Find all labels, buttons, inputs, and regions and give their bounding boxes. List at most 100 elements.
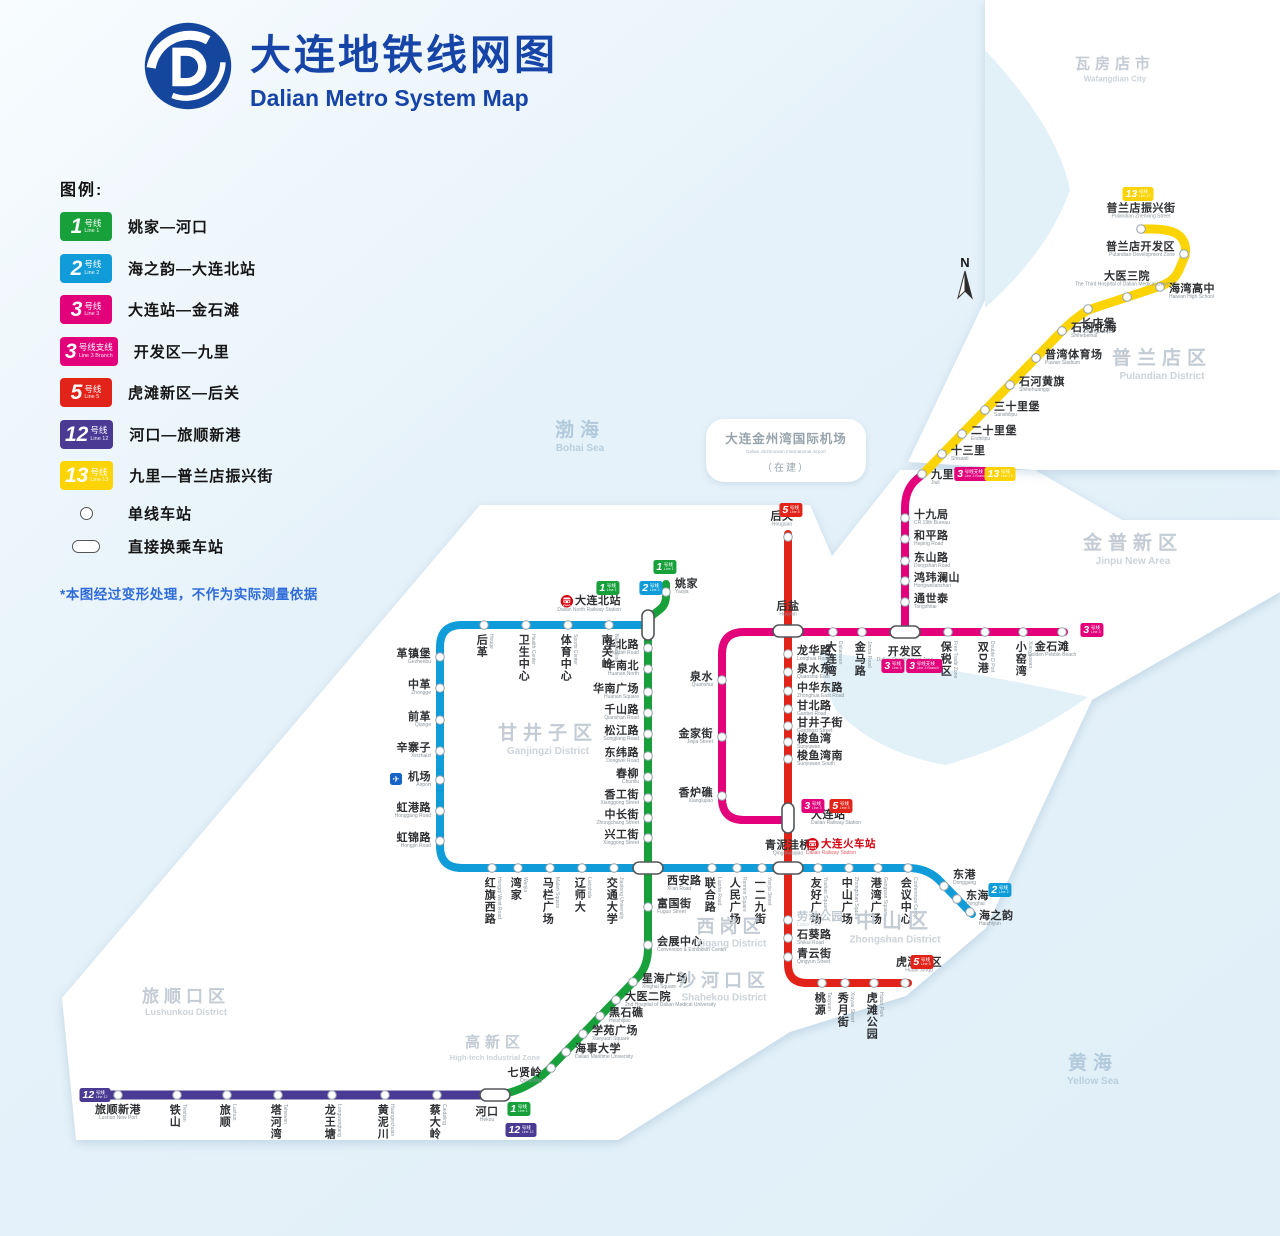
- station-name-en: Haizhiyun: [979, 921, 1001, 928]
- station-name-en: Youhao Square: [821, 877, 828, 912]
- header: 大连地铁线网图 Dalian Metro System Map: [142, 20, 558, 112]
- line-badge-sub: Line 3: [811, 805, 822, 810]
- line-badge-sub: Line 1: [84, 228, 100, 235]
- station-name-zh: 华北路: [604, 639, 639, 652]
- station-marker: [435, 746, 445, 756]
- station-name-row: 泉水: [690, 671, 713, 683]
- district-name-zh: 金普新区: [1082, 532, 1184, 554]
- line-badge-sub: Line 3: [1090, 629, 1101, 634]
- station-marker: [900, 513, 910, 523]
- station-marker: [487, 863, 497, 873]
- line-badge-number: 1: [599, 581, 606, 594]
- airport-name-zh: 大连金州湾国际机场: [725, 432, 847, 446]
- station-name-zh: 梭鱼湾: [797, 733, 832, 746]
- station-name-zh: 十九局: [914, 509, 949, 522]
- station-name-zh: 甘北路: [797, 700, 832, 713]
- station-name-en: Free Trade Zone: [951, 641, 958, 679]
- station-marker: [435, 715, 445, 725]
- station-name-row: 虎滩公园: [865, 992, 877, 1040]
- station-name-row: 十三里: [951, 445, 986, 457]
- station-name-row: 春柳: [616, 768, 639, 780]
- line-badge-sub: Line 1: [517, 1108, 528, 1113]
- legend-line-route: 河口—旅顺新港: [129, 426, 242, 444]
- station-name-zh: 中革: [408, 679, 431, 692]
- station-name-zh: 海之韵: [979, 910, 1014, 923]
- line-badge-sub: Line 13: [90, 477, 109, 484]
- station-name-row: 革镇堡: [397, 648, 432, 660]
- line-badge-sub: Line 2: [998, 889, 1009, 894]
- station-marker: [707, 863, 717, 873]
- station-name-zh: 普兰店振兴街: [1106, 202, 1176, 215]
- station-name-row: 金石滩: [1035, 641, 1070, 653]
- district-name-en: High-tech Industrial Zone: [449, 1052, 541, 1062]
- line-badge-number: 5: [913, 955, 920, 968]
- line-badge-suffix: 号线: [95, 1089, 105, 1095]
- station-marker: [817, 978, 827, 988]
- station-name-en: Taoyuan: [825, 992, 832, 1011]
- station-name-zh: 华南北: [604, 660, 639, 673]
- station-name-en: Quanshui: [691, 682, 713, 689]
- station-name-zh: 普湾体育场: [1045, 349, 1103, 362]
- line-badge-suffix: 号线: [521, 1124, 531, 1130]
- line-badge-sub: Line 12: [521, 1129, 534, 1134]
- station-name-en: Hongqi West Road: [495, 877, 502, 919]
- district-name-en: Zhongshan District: [849, 934, 941, 946]
- district-name-zh: 甘井子区: [497, 722, 599, 744]
- station-name-en: Qingyun Street: [797, 959, 831, 966]
- sea-bay: [820, 652, 1088, 765]
- station-name-zh: 辛寨子: [396, 742, 431, 755]
- station-marker: [783, 667, 793, 677]
- line-5: [784, 530, 912, 987]
- station-name-en: Heping Road: [914, 541, 944, 548]
- page-title: 大连地铁线网图: [250, 31, 558, 78]
- station-name-zh: 一二九街: [753, 877, 766, 925]
- station-name-row: 香炉礁: [679, 787, 714, 799]
- line-badge-suffix: 号线: [84, 217, 102, 228]
- station-name-row: 富国街: [657, 898, 692, 910]
- station-name-row: 东纬路: [605, 747, 640, 759]
- station-marker: [643, 813, 653, 823]
- line-badge-number: 3: [1083, 623, 1090, 636]
- station-name-en: Zhonghua East Road: [797, 693, 845, 700]
- station-name-row: 金家街: [679, 728, 714, 740]
- station-marker: [1031, 353, 1041, 363]
- station-marker: [513, 863, 523, 873]
- station-name-row: 旅顺新港: [95, 1104, 141, 1116]
- district-name-zh: 渤海: [554, 419, 606, 441]
- station-name-zh: 富国街: [657, 898, 692, 911]
- station-name-en: Xianglujiao: [688, 798, 713, 805]
- station-name-en: Hutan Park: [877, 992, 884, 1018]
- station-name-en: Donggang: [953, 880, 977, 887]
- station-marker: [869, 978, 879, 988]
- station-marker: [783, 754, 793, 764]
- station-marker: [980, 405, 990, 415]
- district-name-zh: 沙河口区: [678, 970, 770, 991]
- station-marker: [980, 627, 990, 637]
- station-name-row: 辽师大: [573, 877, 585, 913]
- station-name-zh: 双D港: [976, 641, 989, 674]
- station-marker: [900, 597, 910, 607]
